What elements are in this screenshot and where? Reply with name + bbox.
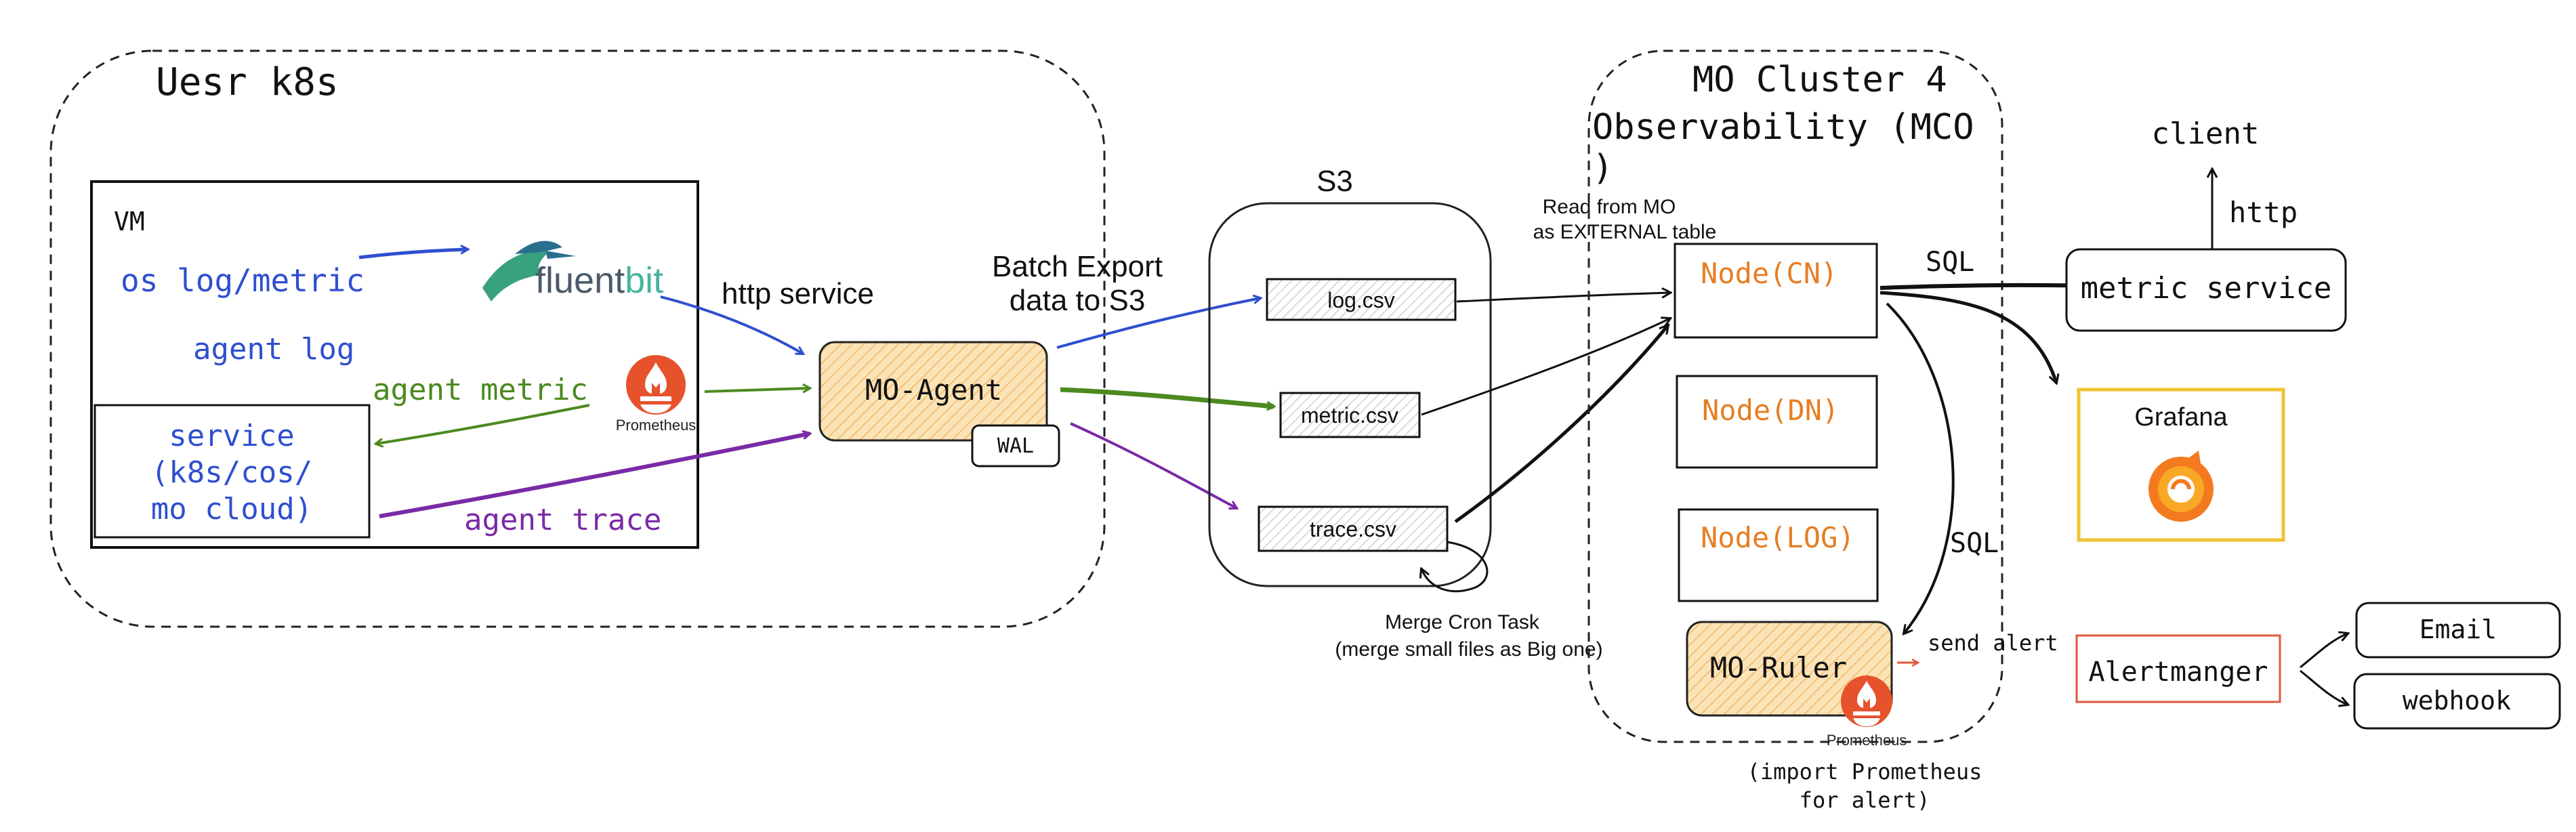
merge-task-line-1: Merge Cron Task [1385,611,1540,633]
webhook-box: webhook [2353,673,2561,730]
grafana-box: Grafana [2077,388,2285,542]
s3-title: S3 [1316,165,1353,198]
vm-label: VM [114,207,145,236]
arrow-cn-to-grafana [1879,291,2056,383]
mo-ruler-box: MO-Ruler Prometheus [1686,621,1907,749]
arrow-prometheus-to-service [376,404,590,444]
email-label: Email [2419,615,2497,644]
cn-output-arrows [1879,285,2097,663]
arrow-agent-to-metric [1060,387,1274,407]
read-from-mo-line-1: Read from MO [1543,196,1676,218]
s3-file-metric-label: metric.csv [1301,403,1398,428]
merge-loop-arrow [1421,541,1489,593]
arrow-prometheus-to-agent [704,388,810,392]
sql-down-label: SQL [1950,528,1999,559]
service-line-1: service [169,419,294,453]
send-alert-label: send alert [1928,630,2058,656]
client-label: client [2152,117,2260,151]
vm-box: VM os log/metric agent log agent metric … [90,180,699,549]
arrow-agent-to-log [1056,298,1260,349]
wal-label: WAL [997,434,1034,458]
s3-to-cn-arrows [1421,293,1670,524]
mo-agent-label: MO-Agent [865,373,1002,407]
arrow-agent-to-trace [1070,422,1237,508]
node-dn-box [1676,375,1878,469]
merge-task-line-2: (merge small files as Big one) [1335,638,1602,661]
arrow-alert-to-email [2300,633,2348,669]
webhook-label: webhook [2403,686,2511,715]
s3-bucket: S3 log.csv metric.csv trace.csv Merge Cr… [1208,165,1603,661]
vm-arrows [358,249,810,518]
alertmanager-box: Alertmanger [2075,634,2281,703]
s3-file-trace-label: trace.csv [1310,517,1396,541]
arrow-fluentbit-to-agent [660,295,803,354]
prometheus-label-left: Prometheus [616,417,697,434]
batch-export-line-2: data to S3 [1010,284,1146,317]
arrow-cn-to-ruler [1886,302,1955,633]
user-k8s-title: Uesr k8s [156,60,339,104]
arrow-alert-to-webhook [2300,669,2348,705]
mo-ruler-note-line-2: for alert) [1800,787,1930,813]
arrow-log-to-cn [1456,293,1670,303]
os-log-metric-label: os log/metric [121,262,365,299]
sql-top-label: SQL [1926,247,1974,278]
mo-ruler-label: MO-Ruler [1710,651,1847,684]
node-log-box [1678,508,1879,602]
s3-file-trace [1258,505,1449,552]
prometheus-icon-ruler [1841,675,1892,727]
fluentbit-text-a: fluent [535,260,625,301]
mo-ruler-note-line-1: (import Prometheus [1747,759,1982,785]
node-dn-label: Node(DN) [1702,394,1839,427]
http-label: http [2229,196,2298,229]
s3-file-log [1266,278,1457,321]
batch-export-line-1: Batch Export [992,250,1163,283]
user-k8s-region: Uesr k8s [49,49,1106,628]
mo-cluster-title-line-3: ) [1592,148,1613,188]
fluentbit-text-b: bit [625,260,663,301]
fluentbit-text: fluentbit [535,260,663,301]
arrow-service-to-agent [379,434,810,518]
agent-to-s3-arrows [1056,298,1274,508]
node-cn-box [1674,243,1878,339]
email-box: Email [2355,602,2561,659]
grafana-icon [2148,451,2214,522]
agent-metric-label: agent metric [373,373,588,407]
arrow-metric-to-cn [1421,318,1670,416]
s3-file-log-label: log.csv [1327,288,1395,312]
hummingbird-icon [482,241,576,301]
mo-cluster-title-line-2: Observability (MCO [1592,107,1974,148]
mo-agent-box: MO-Agent WAL [818,341,1060,467]
arrow-trace-to-cn [1454,325,1668,524]
service-box: service (k8s/cos/ mo cloud) [94,404,371,539]
read-from-mo-line-2: as EXTERNAL table [1533,221,1717,243]
grafana-label: Grafana [2134,403,2228,432]
mo-ruler-prometheus-label: Prometheus [1827,732,1907,749]
arrow-os-to-fluentbit [358,249,468,259]
prometheus-logo-left: Prometheus [616,355,697,434]
wal-box [971,424,1060,467]
s3-file-metric [1279,392,1421,438]
node-log-label: Node(LOG) [1701,521,1855,554]
alertmanager-label: Alertmanger [2089,657,2268,688]
service-line-2: (k8s/cos/ [151,455,312,490]
fluentbit-logo: fluentbit [482,241,663,301]
agent-trace-label: agent trace [464,503,661,537]
service-line-3: mo cloud) [151,492,312,526]
node-cn-label: Node(CN) [1701,257,1837,290]
prometheus-icon [626,355,686,415]
mo-cluster-title-line-1: MO Cluster 4 [1692,60,1947,100]
metric-service-label: metric service [2081,271,2332,306]
metric-service-box: metric service [2065,248,2347,332]
http-service-label: http service [722,277,874,310]
mo-cluster-region: MO Cluster 4 Observability (MCO ) Node(C… [1587,49,2003,813]
agent-log-label: agent log [193,332,354,367]
arrow-cn-to-metric-service [1879,285,2097,288]
